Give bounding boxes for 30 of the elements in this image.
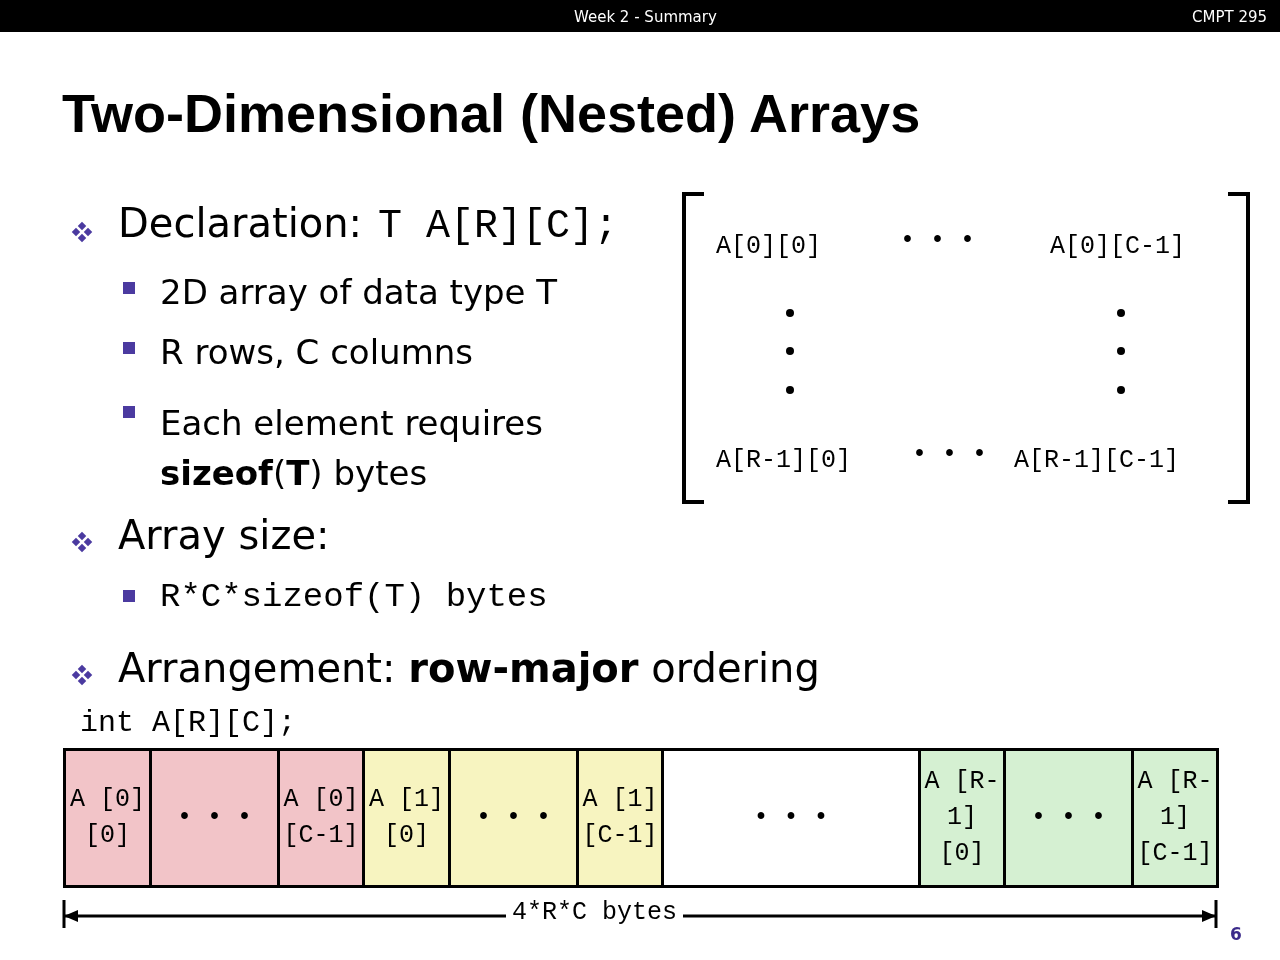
page-number: 6 (1230, 924, 1242, 944)
matrix-entry: A[0][0] (716, 232, 822, 261)
memory-cell: • • • (1003, 748, 1134, 888)
memory-cell: A [1] [0] (362, 748, 451, 888)
memory-cell: A [0] [C-1] (277, 748, 365, 888)
memory-cell: A [1] [C-1] (576, 748, 664, 888)
sub-bullet-text: 2D array of data type T (160, 272, 558, 312)
dimension-label: 4*R*C bytes (506, 898, 684, 927)
memory-cell: • • • (448, 748, 579, 888)
header-text: Week 2 - Summary (574, 8, 717, 26)
memory-cell: A [R-1] [C-1] (1131, 748, 1219, 888)
code-text: T A[R][C]; (378, 204, 619, 249)
matrix-entry: A[R-1][0] (716, 446, 852, 475)
matrix-entry: A[R-1][C-1] (1014, 446, 1180, 475)
memory-cell: • • • (661, 748, 921, 888)
matrix-dots: • • • (900, 226, 975, 255)
bullet-text: Declaration: (118, 200, 363, 246)
memory-cell: A [0] [0] (63, 748, 152, 888)
bullet-text: Arrangement: row-major ordering (118, 645, 820, 691)
memory-cell: • • • (149, 748, 280, 888)
slide-title: Two-Dimensional (Nested) Arrays (62, 82, 921, 144)
matrix-entry: A[0][C-1] (1050, 232, 1186, 261)
course-code: CMPT 295 (1192, 8, 1268, 26)
sub-bullet-text: R*C*sizeof(T) bytes (160, 578, 548, 616)
matrix-dots: • • • (912, 440, 987, 469)
memory-cell: A [R-1] [0] (918, 748, 1006, 888)
code-text: int A[R][C]; (80, 706, 297, 740)
bullet-text: Array size: (118, 512, 330, 558)
sub-bullet-text: R rows, C columns (160, 332, 474, 372)
sub-bullet-text: Each element requires sizeof(T) bytes (160, 402, 544, 495)
